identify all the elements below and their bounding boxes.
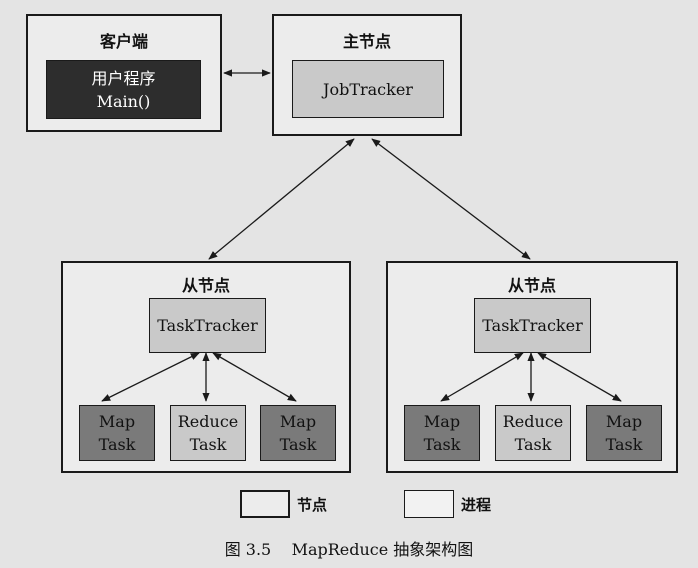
slave-node-1: 从节点 TaskTracker Map Task Reduce Task Map…: [61, 261, 351, 473]
job-tracker-label: JobTracker: [323, 79, 413, 99]
client-node: 客户端 用户程序 Main(): [26, 14, 222, 132]
legend-node-swatch: [240, 490, 290, 518]
map-task-1b-line1: Map: [279, 412, 317, 431]
arrow-master-slave-2: [371, 138, 531, 260]
legend-process-label: 进程: [461, 496, 492, 514]
map-task-2b-line2: Task: [605, 435, 643, 454]
master-node-title: 主节点: [342, 32, 391, 51]
task-tracker-process-1: TaskTracker: [149, 298, 266, 353]
legend-node-label: 节点: [297, 496, 328, 514]
map-task-process-1b: Map Task: [260, 405, 336, 461]
task-tracker-1-label: TaskTracker: [157, 316, 258, 335]
slave-node-2: 从节点 TaskTracker Map Task Reduce Task Map…: [386, 261, 678, 473]
slave-node-2-title: 从节点: [507, 276, 556, 295]
user-program-process: 用户程序 Main(): [46, 60, 201, 119]
map-task-process-1a: Map Task: [79, 405, 155, 461]
legend-process-swatch: [404, 490, 454, 518]
slave-node-1-title: 从节点: [181, 276, 230, 295]
user-program-label: 用户程序: [91, 68, 156, 88]
user-program-main-label: Main(): [96, 91, 151, 111]
map-task-1b-line2: Task: [279, 435, 317, 454]
map-task-1a-line2: Task: [98, 435, 136, 454]
map-task-1a-line1: Map: [98, 412, 136, 431]
map-task-process-2b: Map Task: [586, 405, 662, 461]
figure-caption: 图 3.5 MapReduce 抽象架构图: [224, 540, 474, 559]
task-tracker-process-2: TaskTracker: [474, 298, 591, 353]
job-tracker-process: JobTracker: [292, 60, 444, 118]
master-node: 主节点 JobTracker: [272, 14, 462, 136]
reduce-task-1-line1: Reduce: [177, 412, 239, 431]
map-task-2b-line1: Map: [605, 412, 643, 431]
client-node-title: 客户端: [99, 32, 148, 51]
task-tracker-2-label: TaskTracker: [482, 316, 583, 335]
map-task-2a-line1: Map: [423, 412, 461, 431]
arrow-master-slave-1: [208, 138, 355, 260]
map-task-process-2a: Map Task: [404, 405, 480, 461]
reduce-task-1-line2: Task: [189, 435, 227, 454]
map-task-2a-line2: Task: [423, 435, 461, 454]
reduce-task-2-line1: Reduce: [502, 412, 564, 431]
reduce-task-process-1: Reduce Task: [170, 405, 246, 461]
reduce-task-2-line2: Task: [514, 435, 552, 454]
reduce-task-process-2: Reduce Task: [495, 405, 571, 461]
